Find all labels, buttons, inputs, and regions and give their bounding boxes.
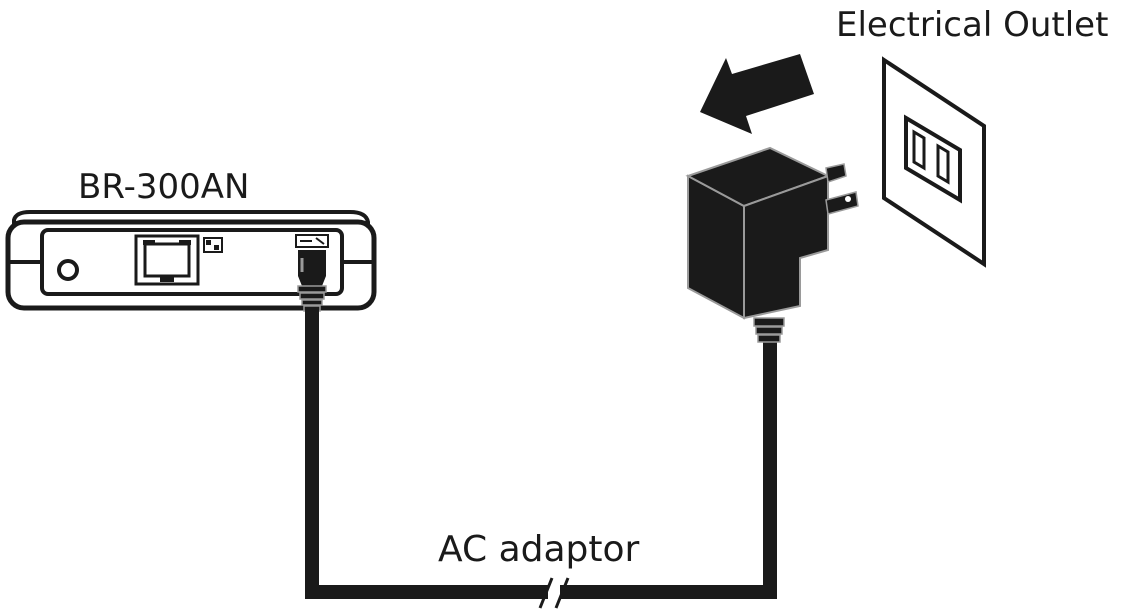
power-jack-icon	[295, 234, 329, 248]
router-device-icon	[5, 210, 377, 311]
dc-plug-icon	[297, 250, 327, 312]
electrical-outlet-label: Electrical Outlet	[836, 5, 1109, 45]
reset-button-icon	[57, 259, 79, 281]
ac-adaptor-icon	[685, 146, 859, 343]
dip-switch-icon	[203, 237, 223, 253]
ac-adaptor-label: AC adaptor	[438, 529, 640, 570]
router-model-label: BR-300AN	[78, 167, 250, 207]
wall-outlet-icon	[882, 56, 986, 268]
ethernet-port-icon	[134, 234, 200, 286]
arrow-left-icon	[700, 54, 814, 134]
power-cable	[305, 310, 777, 609]
